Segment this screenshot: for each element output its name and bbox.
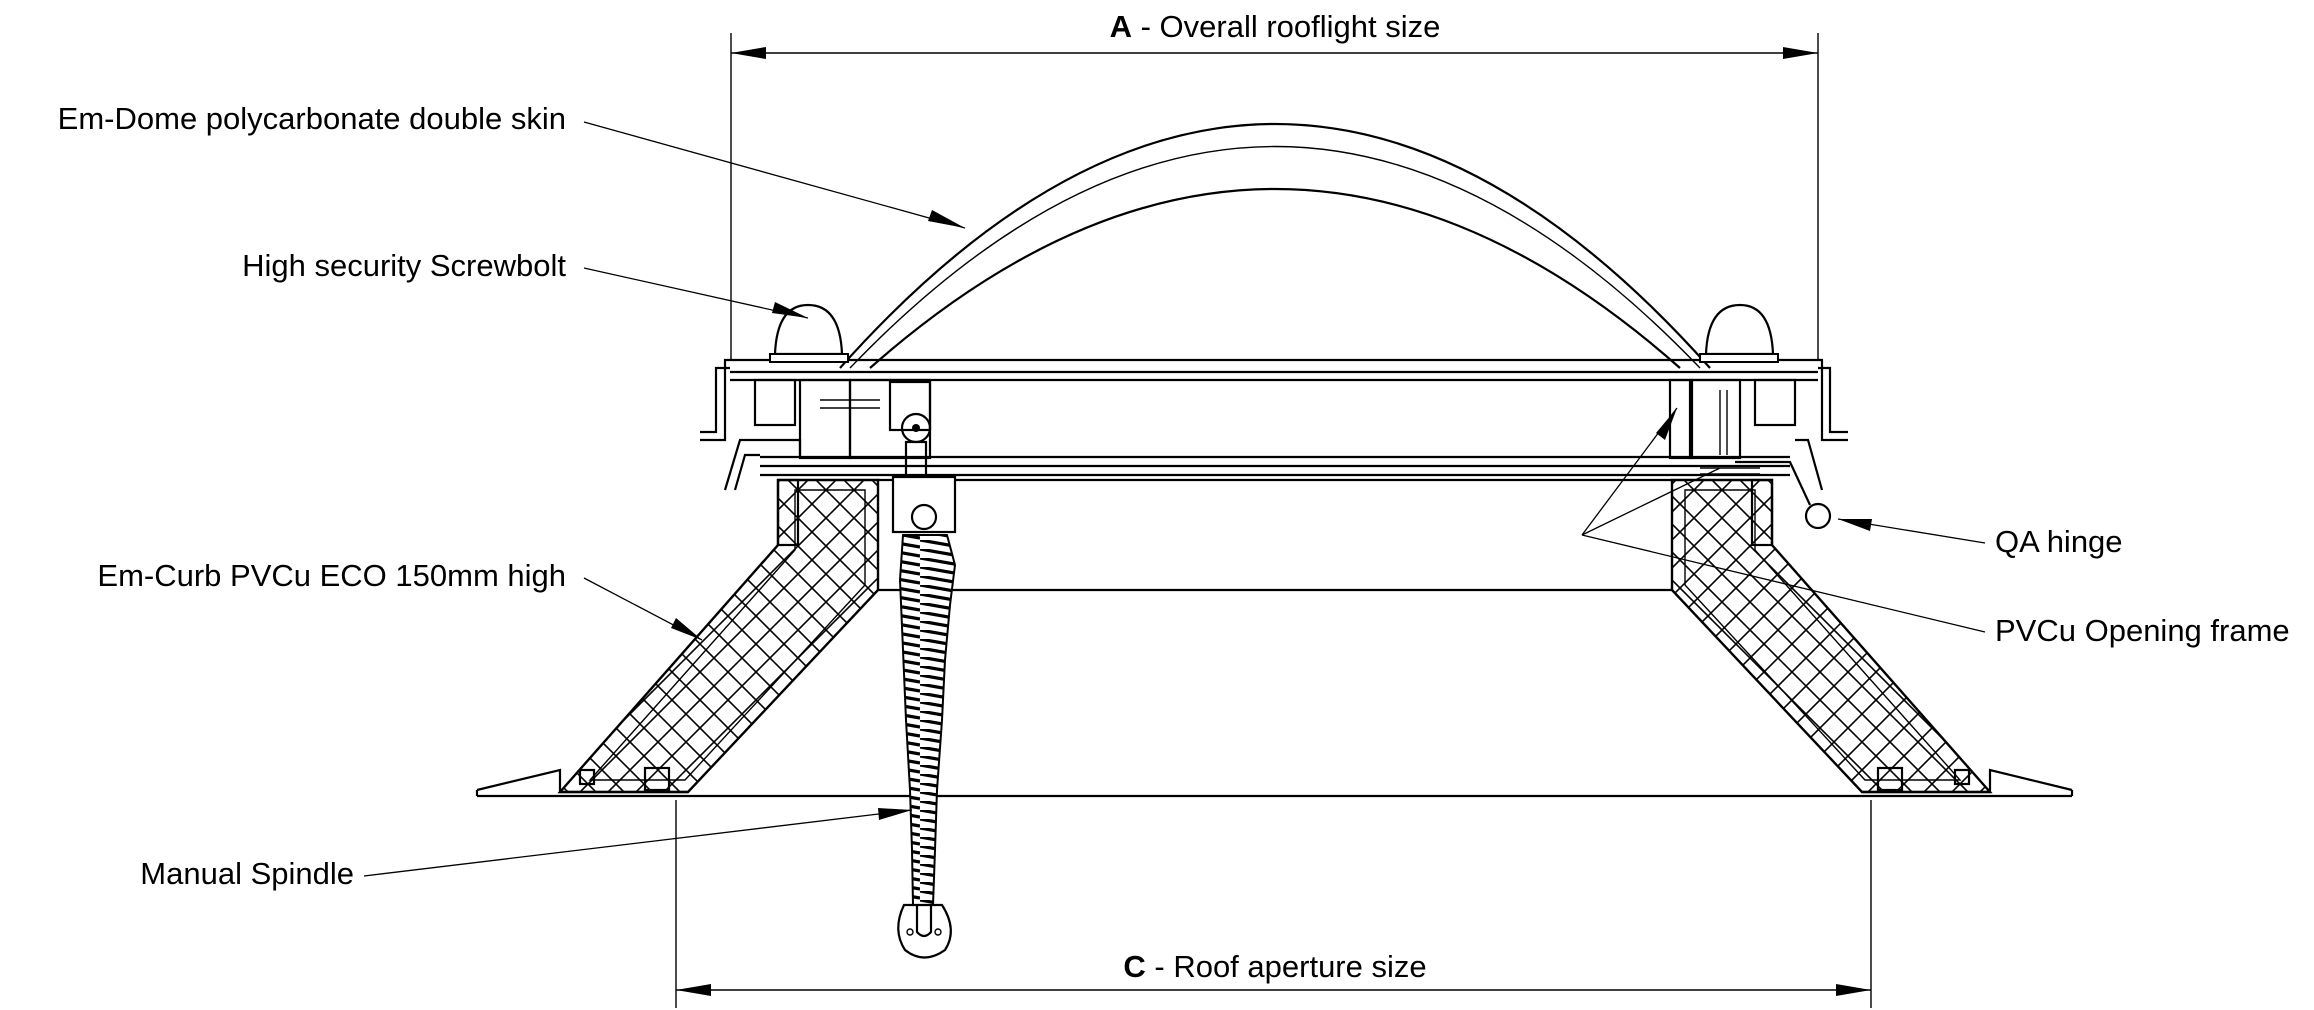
leader-hinge — [1837, 518, 1986, 544]
top-frame — [700, 358, 1848, 491]
base-flange — [475, 768, 2074, 798]
arrowhead-left — [731, 47, 766, 59]
dimension-a: A - Overall rooflight size — [730, 9, 1819, 360]
arrowhead-left — [676, 984, 711, 996]
dome — [839, 123, 1711, 369]
manual-spindle — [888, 380, 957, 959]
label-spindle: Manual Spindle — [140, 856, 354, 891]
label-opening-frame: PVCu Opening frame — [1995, 613, 2290, 648]
leader-opening-frame — [1581, 407, 1986, 633]
dimension-a-label: A - Overall rooflight size — [1110, 9, 1441, 44]
arrowhead-right — [1783, 47, 1818, 59]
label-screwbolt: High security Screwbolt — [242, 248, 566, 283]
leader-screwbolt — [583, 267, 809, 319]
label-curb: Em-Curb PVCu ECO 150mm high — [97, 558, 566, 593]
curb-right — [1670, 478, 1993, 794]
label-hinge: QA hinge — [1995, 524, 2123, 559]
curb-inner-opening — [760, 473, 1790, 592]
leader-curb — [583, 577, 703, 641]
qa-hinge — [1700, 460, 1832, 530]
arrowhead-right — [1836, 984, 1871, 996]
dimension-c: C - Roof aperture size — [675, 800, 1872, 1008]
label-dome: Em-Dome polycarbonate double skin — [58, 101, 566, 136]
leader-spindle — [363, 808, 913, 877]
dimension-c-label: C - Roof aperture size — [1123, 949, 1426, 984]
curb-left — [557, 478, 880, 794]
screwbolt-left — [769, 303, 849, 363]
screwbolt-right — [1699, 303, 1779, 363]
leader-dome — [583, 121, 966, 229]
